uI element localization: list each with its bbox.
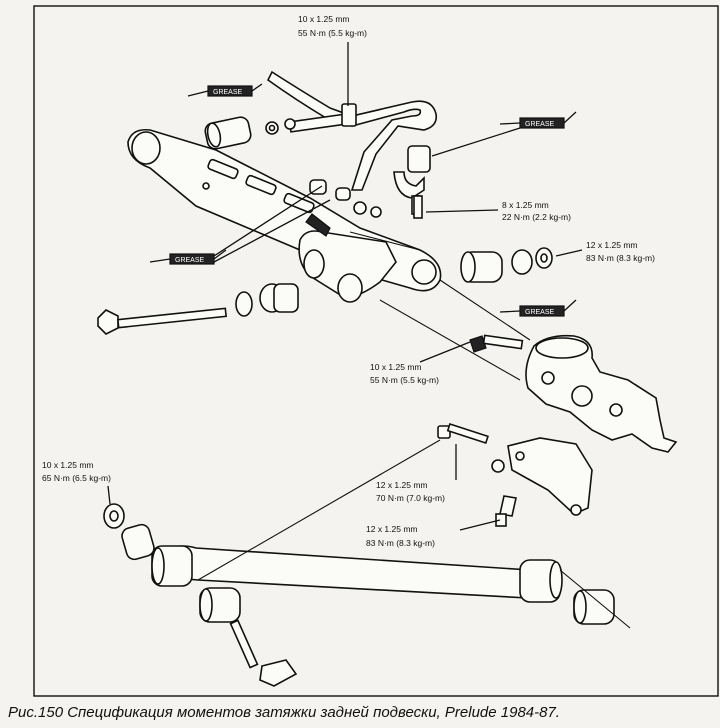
- callout-size: 10 x 1.25 mm: [298, 14, 350, 24]
- grease-label: GREASE: [213, 89, 243, 96]
- figure-caption: Рис.150 Спецификация моментов затяжки за…: [8, 704, 560, 721]
- bar-clamp: [393, 145, 431, 215]
- grease-label: GREASE: [525, 121, 555, 128]
- link-line-rod-2: [559, 569, 631, 629]
- grease-tag-4: GREASE: [499, 299, 577, 317]
- stabilizer-bolt: [284, 103, 357, 133]
- grease-label: GREASE: [525, 309, 555, 316]
- callout-torque: 55 N·m (5.5 kg-m): [370, 375, 439, 385]
- diagram-frame: [33, 5, 719, 697]
- callout-size: 8 x 1.25 mm: [502, 200, 549, 210]
- callout-torque: 83 N·m (8.3 kg-m): [366, 538, 435, 548]
- grease-tag-2: GREASE: [431, 111, 577, 157]
- arm-small-bushings: [305, 179, 382, 237]
- arm-bushing-right: [460, 247, 553, 283]
- rear-knuckle: [525, 334, 678, 453]
- knuckle-bolt: [469, 334, 524, 353]
- radius-rod-bolt: [229, 619, 298, 687]
- grease-tag-1: GREASE: [187, 83, 263, 97]
- callout-bar-bolt: 10 x 1.25 mm 55 N·m (5.5 kg-m): [298, 14, 367, 106]
- bar-bushing: [204, 116, 279, 150]
- callout-torque: 22 N·m (2.2 kg-m): [502, 212, 571, 222]
- callout-size: 10 x 1.25 mm: [42, 460, 94, 470]
- lower-bolt: [495, 495, 517, 527]
- callout-bracket-bolt: 12 x 1.25 mm 70 N·m (7.0 kg-m): [376, 444, 457, 503]
- grease-label: GREASE: [175, 257, 205, 264]
- link-line-arm: [439, 279, 531, 341]
- callout-size: 12 x 1.25 mm: [366, 524, 418, 534]
- grease-tag-3: GREASE: [149, 185, 331, 265]
- callout-size: 10 x 1.25 mm: [370, 362, 422, 372]
- callout-knuckle-bolt: 10 x 1.25 mm 55 N·m (5.5 kg-m): [370, 341, 471, 385]
- lower-arm: [298, 230, 421, 303]
- radius-rod: [151, 545, 563, 603]
- callout-torque: 83 N·m (8.3 kg-m): [586, 253, 655, 263]
- callout-torque: 70 N·m (7.0 kg-m): [376, 493, 445, 503]
- link-line-rod: [197, 439, 441, 581]
- bracket-bolt: [437, 422, 505, 473]
- callout-torque: 55 N·m (5.5 kg-m): [298, 28, 367, 38]
- callout-link-bolt: 8 x 1.25 mm 22 N·m (2.2 kg-m): [413, 195, 571, 222]
- callout-rod-nut: 10 x 1.25 mm 65 N·m (6.5 kg-m): [42, 460, 111, 505]
- lower-bracket: [507, 437, 593, 516]
- radius-rod-bushings: [103, 503, 615, 625]
- link-line-knuckle: [379, 299, 521, 381]
- callout-arm-nut: 12 x 1.25 mm 83 N·m (8.3 kg-m): [555, 240, 655, 263]
- callout-torque: 65 N·m (6.5 kg-m): [42, 473, 111, 483]
- callout-size: 12 x 1.25 mm: [376, 480, 428, 490]
- arm-pivot-bolt: [97, 283, 299, 335]
- callout-lower-bolt: 12 x 1.25 mm 83 N·m (8.3 kg-m): [366, 519, 501, 548]
- callout-size: 12 x 1.25 mm: [586, 240, 638, 250]
